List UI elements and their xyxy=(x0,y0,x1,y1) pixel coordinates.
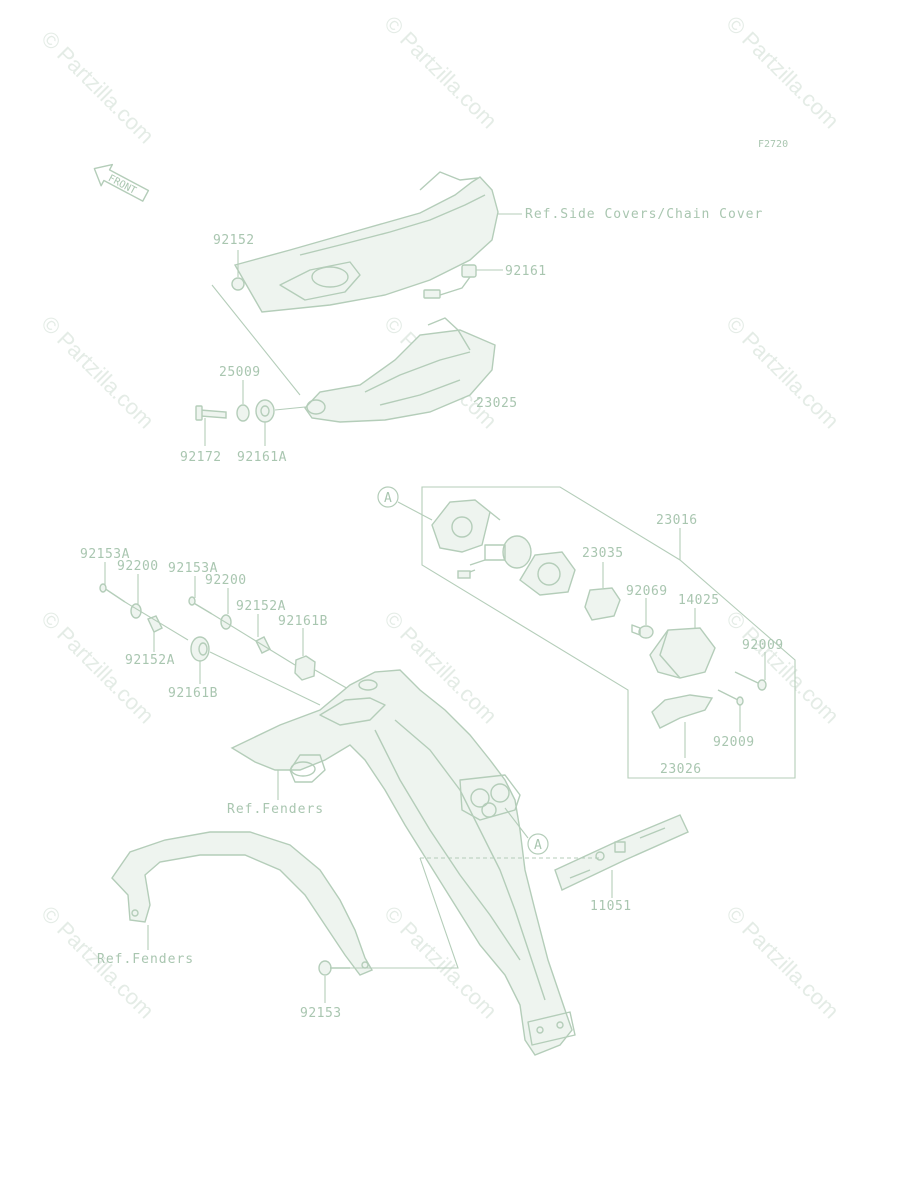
watermark-2: © Partzilla.com xyxy=(379,11,502,134)
part-92200-left: 92200 xyxy=(117,559,159,574)
fender-bracket-drawing xyxy=(111,831,374,976)
callout-a-upper-letter: A xyxy=(384,491,392,506)
ref-fenders-lower: Ref.Fenders xyxy=(97,952,194,967)
leader-fastener-row-right xyxy=(211,613,296,666)
part-92152A-upper: 92152A xyxy=(236,599,286,614)
part-23026: 23026 xyxy=(660,762,702,777)
grommet-92161A-icon xyxy=(255,399,275,423)
leader-callout-a-lower xyxy=(504,807,529,839)
leader-fastener-row-left xyxy=(124,601,189,641)
callout-a-upper xyxy=(377,486,399,508)
collar-92152A-left-icon xyxy=(147,615,163,633)
callout-a-lower xyxy=(527,833,549,855)
leader-callout-a-upper xyxy=(397,501,433,521)
lens-14025-icon xyxy=(649,627,716,679)
part-92200-right: 92200 xyxy=(205,573,247,588)
grommet-92161B-left-icon xyxy=(190,636,210,662)
screw-92009-upper-icon xyxy=(734,671,767,691)
part-92153-bottom: 92153 xyxy=(300,1006,342,1021)
ref-side-covers: Ref.Side Covers/Chain Cover xyxy=(525,207,763,222)
leader-23025 xyxy=(473,397,481,403)
part-25009: 25009 xyxy=(219,365,261,380)
rear-bracket-drawing xyxy=(230,669,576,1056)
part-23025: 23025 xyxy=(476,396,518,411)
part-92152-top: 92152 xyxy=(213,233,255,248)
leader-to-bracket-left xyxy=(209,651,321,706)
part-92009-upper: 92009 xyxy=(742,638,784,653)
part-92161B-lower: 92161B xyxy=(168,686,218,701)
washer-25009-icon xyxy=(236,404,250,422)
leader-fastener-line xyxy=(274,406,306,411)
bolt-92153-icon xyxy=(318,960,350,976)
watermark-3: © Partzilla.com xyxy=(721,11,844,134)
leader-to-bracket-right xyxy=(314,669,351,691)
screw-92009-lower-icon xyxy=(717,689,744,706)
bolt-92153A-right-icon xyxy=(188,596,213,615)
grommet-92161-icon xyxy=(423,264,477,299)
part-23016: 23016 xyxy=(656,513,698,528)
figure-code: F2720 xyxy=(758,139,788,150)
reflector-23026-icon xyxy=(651,694,714,729)
bolt-92153A-left-icon xyxy=(99,583,126,603)
part-92009-lower: 92009 xyxy=(713,735,755,750)
watermark-6: © Partzilla.com xyxy=(721,311,844,434)
part-11051: 11051 xyxy=(590,899,632,914)
watermark-12: © Partzilla.com xyxy=(721,901,844,1024)
front-arrow-icon: FRONT xyxy=(93,163,150,202)
washer-92152-icon xyxy=(231,277,245,291)
part-92172: 92172 xyxy=(180,450,222,465)
callout-a-lower-letter: A xyxy=(534,838,542,853)
leader-line-cowl xyxy=(211,284,301,396)
part-92161-top: 92161 xyxy=(505,264,547,279)
watermark-4: © Partzilla.com xyxy=(36,311,159,434)
part-92153A-left: 92153A xyxy=(80,547,130,562)
leader-bracket-bolt xyxy=(350,857,459,969)
watermark-1: © Partzilla.com xyxy=(36,26,159,149)
bulb-socket-icon xyxy=(457,535,532,579)
seat-cowl-drawing xyxy=(233,171,499,313)
lamp-base-icon xyxy=(431,499,501,553)
assembly-boundary-23016 xyxy=(421,486,796,779)
license-lamp-11051-icon xyxy=(554,814,689,891)
part-23035: 23035 xyxy=(582,546,624,561)
part-92153A-right: 92153A xyxy=(168,561,218,576)
ref-fenders-upper: Ref.Fenders xyxy=(227,802,324,817)
bulb-holder-icon xyxy=(519,551,576,596)
part-92161B-upper: 92161B xyxy=(278,614,328,629)
grommet-92161B-right-icon xyxy=(294,655,316,681)
bolt-92172-icon xyxy=(195,405,227,421)
tail-housing-drawing xyxy=(304,317,496,423)
part-92152A-lower: 92152A xyxy=(125,653,175,668)
part-92161A: 92161A xyxy=(237,450,287,465)
part-92069: 92069 xyxy=(626,584,668,599)
part-14025: 14025 xyxy=(678,593,720,608)
clip-23035-icon xyxy=(584,587,621,621)
bolt-92069-icon xyxy=(631,624,654,639)
